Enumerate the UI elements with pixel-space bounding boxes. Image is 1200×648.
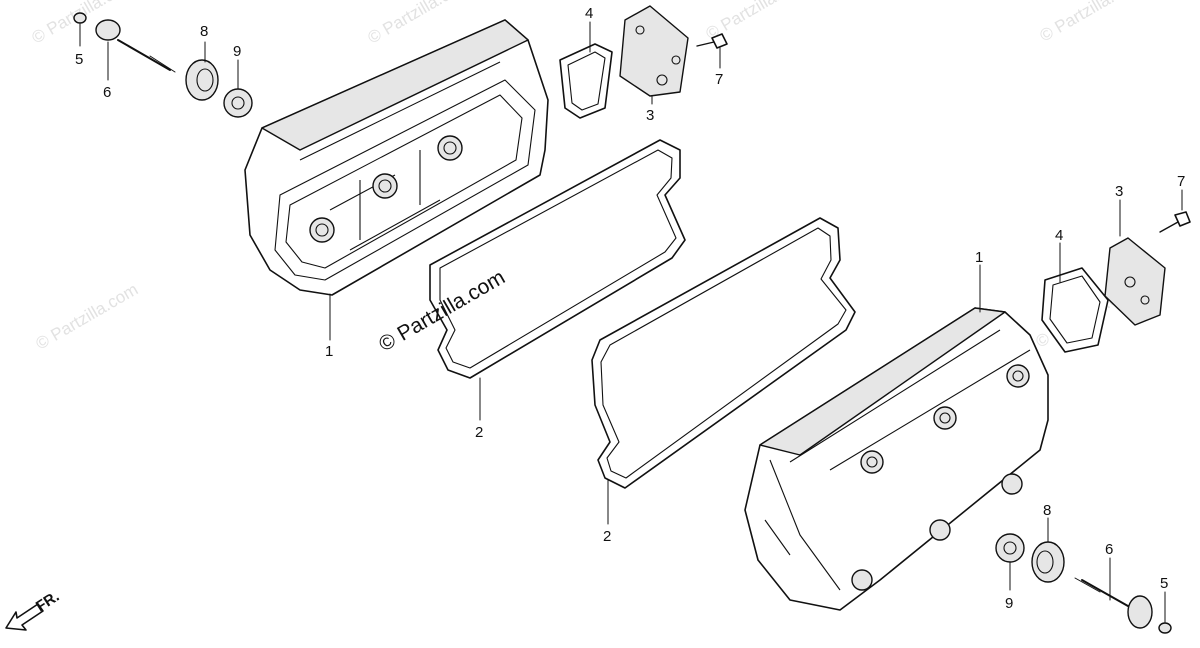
- arrow-down-left-icon: [5, 603, 44, 631]
- left-gasket: [429, 139, 686, 379]
- callout-numbers: 5 6 8 9 4 3 7 1 2 2 1 4 3 7 8 6 9 5: [75, 5, 1185, 612]
- callout-4-top: 4: [585, 5, 593, 22]
- callout-6-right: 6: [1105, 541, 1113, 558]
- callout-2-left: 2: [475, 424, 483, 441]
- watermark-faint: © Partzilla.com: [29, 0, 138, 47]
- front-direction-indicator: FR.: [5, 588, 63, 631]
- right-small-parts: [995, 211, 1191, 634]
- callout-1-left: 1: [325, 343, 333, 360]
- callout-8-right: 8: [1043, 502, 1051, 519]
- callout-2-right: 2: [603, 528, 611, 545]
- watermark-faint: © Partzilla.com: [1037, 0, 1146, 45]
- callout-8-left: 8: [200, 23, 208, 40]
- callout-5-right: 5: [1160, 575, 1168, 592]
- callout-4-right: 4: [1055, 227, 1063, 244]
- callout-3-right: 3: [1115, 183, 1123, 200]
- callout-3-top: 3: [646, 107, 654, 124]
- callout-7-right: 7: [1177, 173, 1185, 190]
- right-head-cover: [744, 307, 1049, 611]
- direction-label: FR.: [33, 588, 63, 615]
- callout-7-top: 7: [715, 71, 723, 88]
- callout-9-right: 9: [1005, 595, 1013, 612]
- watermark-faint: © Partzilla.com: [33, 280, 142, 354]
- left-head-cover: [244, 19, 549, 296]
- watermark-faint: © Partzilla.com: [365, 0, 474, 47]
- callout-9-left: 9: [233, 43, 241, 60]
- callout-5-left: 5: [75, 51, 83, 68]
- callout-6-left: 6: [103, 84, 111, 101]
- top-small-parts: [73, 5, 728, 119]
- leader-lines: [79, 21, 1183, 623]
- callout-1-right: 1: [975, 249, 983, 266]
- right-gasket: [591, 217, 856, 489]
